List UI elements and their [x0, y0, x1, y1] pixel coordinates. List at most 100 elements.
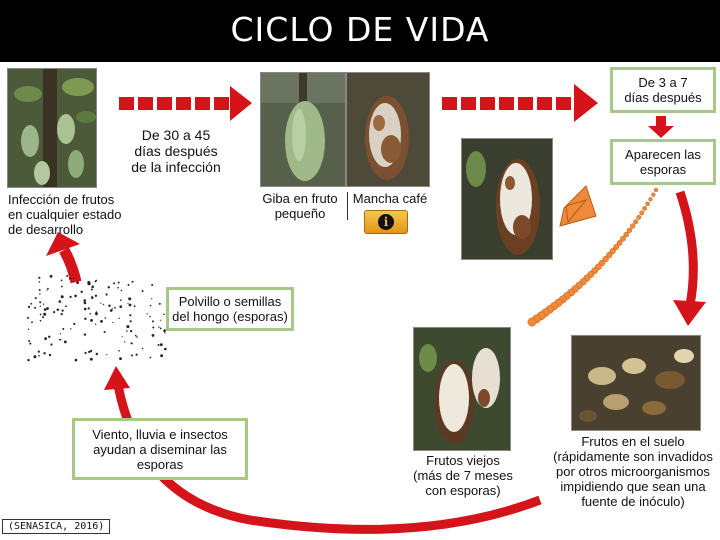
divider — [347, 192, 348, 220]
cloud-dot — [164, 347, 167, 351]
cloud-dot — [39, 293, 41, 295]
cloud-dot — [107, 286, 111, 289]
cloud-dot — [141, 347, 144, 350]
cloud-dot — [47, 287, 49, 290]
cloud-dot — [27, 305, 31, 308]
spore-dot — [653, 187, 659, 193]
cloud-dot — [128, 303, 132, 307]
cloud-dot — [151, 334, 155, 337]
cloud-dot — [39, 319, 42, 322]
label-old-fruits: Frutos viejos (más de 7 meses con espora… — [413, 453, 513, 498]
cloud-dot — [130, 342, 133, 345]
cloud-dot — [113, 282, 116, 285]
cloud-dot — [117, 286, 119, 289]
cloud-dot — [89, 313, 91, 315]
cloud-dot — [70, 328, 72, 330]
cloud-dot — [43, 352, 46, 355]
spore-dot — [636, 214, 642, 220]
cloud-dot — [118, 317, 120, 319]
cloud-dot — [119, 305, 122, 309]
box-wind: Viento, lluvia e insectos ayudan a disem… — [72, 418, 248, 480]
cloud-dot — [127, 283, 130, 286]
cloud-dot — [38, 354, 40, 357]
spore-dot — [633, 219, 639, 225]
cloud-dot — [27, 358, 30, 362]
box-powder: Polvillo o semillas del hongo (esporas) — [166, 287, 294, 331]
label-days-30-45: De 30 a 45 días después de la infección — [131, 127, 221, 175]
cloud-dot — [37, 350, 40, 353]
cloud-dot — [90, 288, 93, 291]
cloud-dot — [83, 301, 87, 305]
cloud-dot — [49, 274, 53, 278]
curved-arrow-right — [675, 190, 698, 306]
cloud-dot — [151, 284, 154, 286]
photo-hump-fruit — [260, 72, 346, 187]
cloud-dot — [127, 302, 129, 305]
cloud-dot — [91, 285, 94, 289]
cloud-dot — [34, 306, 37, 309]
cloud-dot — [163, 329, 166, 332]
cloud-dot — [31, 321, 33, 324]
spore-dot — [609, 248, 616, 255]
cloud-dot — [65, 305, 67, 308]
cloud-dot — [159, 343, 163, 347]
cloud-dot — [61, 309, 64, 312]
cloud-dot — [58, 301, 61, 303]
cloud-dot — [106, 354, 108, 356]
photo-sporulating-fruit — [461, 138, 553, 260]
cloud-dot — [158, 326, 160, 328]
cloud-dot — [103, 331, 106, 334]
cloud-dot — [159, 319, 161, 321]
cloud-dot — [158, 302, 161, 305]
cloud-dot — [43, 312, 47, 316]
cloud-dot — [95, 323, 97, 325]
arrow-up-left — [59, 247, 82, 284]
cloud-dot — [128, 297, 132, 301]
cloud-dot — [28, 340, 31, 342]
cloud-dot — [42, 316, 44, 319]
cloud-dot — [151, 298, 153, 300]
cloud-dot — [63, 340, 67, 344]
cloud-dot — [121, 336, 123, 338]
cloud-dot — [118, 350, 120, 352]
cloud-dot — [89, 357, 93, 361]
cloud-dot — [160, 354, 164, 358]
cloud-dot — [80, 290, 83, 293]
cloud-dot — [95, 352, 99, 356]
cloud-dot — [129, 320, 132, 323]
cloud-dot — [104, 317, 107, 319]
cloud-dot — [88, 350, 91, 354]
cloud-dot — [149, 315, 151, 318]
cloud-dot — [30, 302, 33, 305]
cloud-dot — [102, 303, 105, 306]
cloud-dot — [130, 330, 133, 333]
cloud-dot — [164, 332, 166, 334]
info-button[interactable]: i — [364, 210, 408, 234]
cloud-dot — [69, 295, 72, 298]
cloud-dot — [163, 313, 165, 316]
cloud-dot — [59, 338, 61, 341]
box-days-3-7: De 3 a 7 días después — [610, 67, 716, 113]
cloud-dot — [84, 317, 87, 320]
cloud-dot — [38, 281, 41, 283]
cloud-dot — [39, 301, 42, 304]
cloud-dot — [90, 349, 93, 352]
cloud-dot — [87, 281, 91, 284]
cloud-dot — [27, 328, 30, 330]
spore-dot — [527, 317, 537, 327]
photo-brown-spot-fruit — [346, 72, 430, 187]
label-ground-fruits: Frutos en el suelo (rápidamente son inva… — [553, 434, 713, 509]
cloud-dot — [46, 307, 49, 310]
cloud-dot — [83, 299, 86, 302]
info-icon: i — [378, 214, 394, 230]
cloud-dot — [29, 342, 32, 345]
cloud-dot — [72, 277, 75, 280]
label-brown-spot: Mancha café — [352, 191, 428, 206]
cloud-dot — [84, 351, 87, 354]
label-hump: Giba en fruto pequeño — [262, 191, 338, 221]
cloud-dot — [66, 275, 69, 277]
cloud-dot — [149, 304, 152, 307]
orange-arrow — [559, 185, 597, 227]
cloud-dot — [94, 280, 97, 283]
cloud-dot — [120, 289, 123, 292]
